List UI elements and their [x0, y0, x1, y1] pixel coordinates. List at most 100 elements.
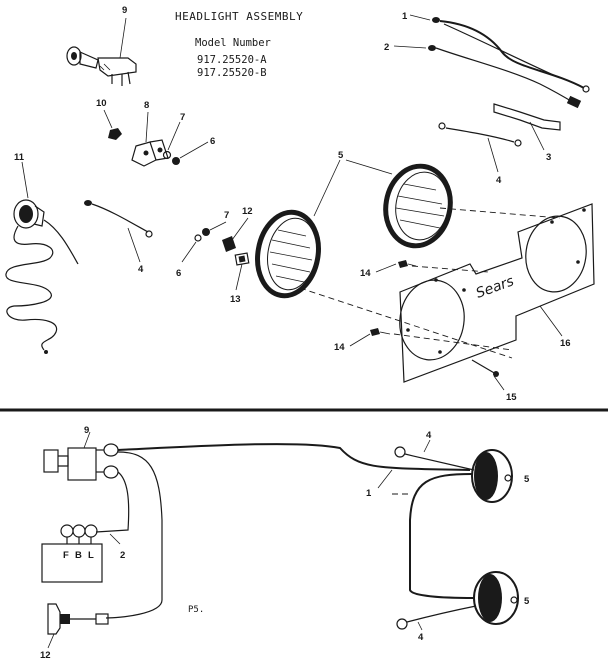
leader-7-mid: [209, 221, 227, 231]
panel-brand: Sears: [474, 273, 516, 301]
schematic-wire-2: [95, 471, 130, 533]
leader-5b: [345, 159, 393, 175]
part-4-jumper-right: [438, 122, 522, 147]
part-2-wire: [428, 45, 582, 109]
leader-10: [103, 109, 113, 129]
leader-14-top: [375, 263, 397, 273]
callout-4-top-right: 4: [496, 175, 502, 186]
part-13-grommet: [234, 252, 250, 266]
leader-4-bottom-low: [417, 621, 423, 631]
leader-6-mid: [181, 241, 197, 263]
part-6-nut: [172, 157, 180, 165]
leader-13: [235, 263, 243, 291]
schematic-ground-wire-top: [394, 446, 475, 471]
part-11-lamp-socket: [5, 199, 79, 354]
leader-6-top: [179, 141, 209, 159]
callout-2-bottom: 2: [120, 550, 125, 561]
part-4-jumper-left: [84, 200, 153, 238]
alignment-line-3: [411, 265, 489, 273]
part-7-washer-mid: [202, 228, 210, 236]
callout-4-bottom-top: 4: [426, 430, 432, 441]
callout-9-bottom: 9: [84, 425, 89, 436]
schematic-switch-9: [43, 443, 119, 481]
leader-2-top: [393, 45, 427, 49]
callout-3: 3: [546, 152, 551, 163]
schematic-wire-12: [105, 451, 163, 619]
callout-10: 10: [96, 98, 107, 109]
figure-caption: P5.: [188, 605, 204, 615]
leader-5a: [313, 159, 341, 217]
diagram-title: HEADLIGHT ASSEMBLY: [175, 10, 303, 23]
leader-14-bottom: [349, 333, 371, 347]
callout-6-mid: 6: [176, 268, 181, 279]
callout-13: 13: [230, 294, 241, 305]
part-1-wire-harness: [432, 17, 590, 93]
callout-14-top: 14: [360, 268, 371, 279]
callout-11: 11: [14, 152, 25, 163]
leader-15: [493, 375, 505, 391]
terminal-f: F: [63, 550, 69, 561]
model-number-a: 917.25520-A: [197, 54, 267, 66]
callout-1-top: 1: [402, 11, 408, 22]
callout-5-top: 5: [338, 150, 344, 161]
part-5-headlamp-right: [383, 163, 453, 249]
callout-8: 8: [144, 100, 149, 111]
part-15-bolt: [471, 359, 499, 377]
part-12-clip: [222, 236, 236, 252]
part-8-bracket: [131, 139, 169, 167]
callout-4-left: 4: [138, 264, 144, 275]
schematic-wire-1: [117, 443, 471, 471]
part-14-screw-top: [398, 260, 417, 268]
terminal-b: B: [75, 550, 82, 561]
schematic-ignition-switch: F B L: [41, 524, 103, 583]
leader-9-bottom: [83, 431, 91, 449]
callout-5-bottom-top: 5: [524, 474, 530, 485]
schematic-socket-12: [47, 603, 109, 635]
part-3-bracket-strap: [493, 103, 561, 131]
leader-1-top: [409, 14, 431, 21]
leader-8: [145, 111, 149, 143]
callout-6-top: 6: [210, 136, 215, 147]
part-6-nut-mid: [194, 234, 202, 242]
callout-12-top: 12: [242, 206, 253, 217]
callout-16: 16: [560, 338, 571, 349]
leader-4-bottom-top: [423, 439, 431, 453]
callout-2-top: 2: [384, 42, 389, 53]
part-10-nut: [108, 128, 122, 140]
leader-4-left: [127, 227, 141, 263]
leader-2-bottom: [109, 533, 121, 545]
part-7-washer: [162, 150, 172, 160]
leader-12-bottom: [47, 633, 55, 649]
leader-16: [539, 305, 563, 337]
leader-1-bottom: [377, 469, 393, 489]
callout-9: 9: [122, 5, 127, 16]
callout-7-mid: 7: [224, 210, 229, 221]
alignment-line-4: [439, 207, 561, 219]
terminal-l: L: [88, 550, 94, 561]
part-9-switch: [66, 46, 137, 86]
part-5-headlamp-left: [255, 209, 321, 299]
schematic-headlamp-top: [471, 449, 513, 503]
leader-3: [529, 121, 545, 151]
model-number-label: Model Number: [195, 37, 271, 49]
alignment-line-1: [299, 287, 513, 359]
callout-5-bottom-low: 5: [524, 596, 530, 607]
schematic-headlamp-bottom: [473, 571, 519, 625]
callout-12-bottom: 12: [40, 650, 51, 661]
leader-11: [21, 161, 29, 199]
callout-1-bottom: 1: [366, 488, 372, 499]
alignment-line-2: [393, 333, 513, 351]
leader-4-top-right: [487, 137, 499, 173]
part-14-screw-bottom: [370, 328, 391, 336]
callout-14-bottom: 14: [334, 342, 345, 353]
callout-4-bottom-low: 4: [418, 632, 424, 643]
schematic-ground-wire-bottom: [396, 605, 477, 630]
leader-9: [119, 17, 127, 59]
schematic-wire-lamps: [409, 473, 475, 599]
leader-12-top: [231, 217, 249, 241]
model-number-b: 917.25520-B: [197, 67, 267, 79]
leader-7-top: [167, 121, 181, 151]
callout-7-top: 7: [180, 112, 185, 123]
callout-15: 15: [506, 392, 517, 403]
